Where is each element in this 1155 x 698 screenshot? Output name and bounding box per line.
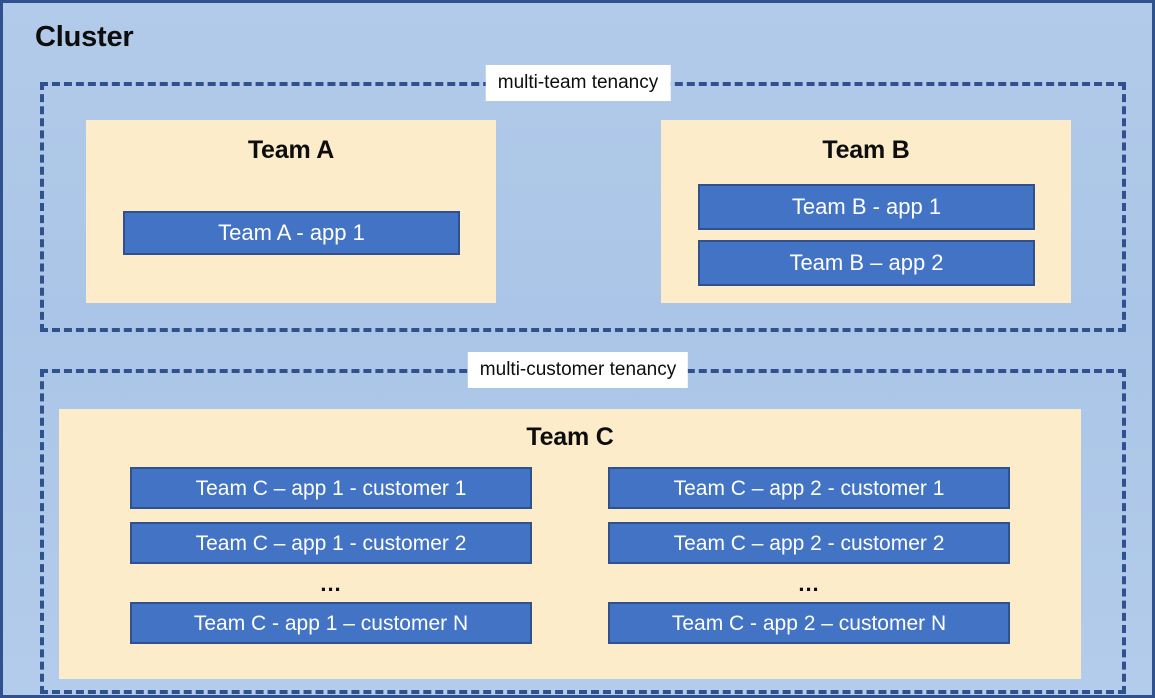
team-c-app-2-ellipsis: ... xyxy=(798,571,820,596)
app-chip-team-b-app-1[interactable]: Team B - app 1 xyxy=(698,184,1035,230)
team-a-heading: Team A xyxy=(247,136,335,164)
team-c-app-1-column: Team C – app 1 - customer 1 Team C – app… xyxy=(130,467,532,644)
tenancy-group-multi-customer-label: multi-customer tenancy xyxy=(467,352,689,388)
app-chip-team-c-app-1-customer-n[interactable]: Team C - app 1 – customer N xyxy=(130,602,532,644)
app-chip-team-c-app-1-customer-1[interactable]: Team C – app 1 - customer 1 xyxy=(130,467,532,509)
team-panel-team-a: Team A Team A - app 1 xyxy=(86,120,496,303)
team-c-app-2-column: Team C – app 2 - customer 1 Team C – app… xyxy=(608,467,1010,644)
team-c-app-1-ellipsis: ... xyxy=(320,571,342,596)
tenancy-group-multi-team-label: multi-team tenancy xyxy=(485,65,671,101)
team-c-heading: Team C xyxy=(526,423,614,451)
app-chip-team-c-app-2-customer-n[interactable]: Team C - app 2 – customer N xyxy=(608,602,1010,644)
app-chip-team-a-app-1[interactable]: Team A - app 1 xyxy=(123,211,460,255)
app-chip-team-c-app-2-customer-1[interactable]: Team C – app 2 - customer 1 xyxy=(608,467,1010,509)
team-c-app-columns: Team C – app 1 - customer 1 Team C – app… xyxy=(59,467,1081,644)
app-chip-team-c-app-1-customer-2[interactable]: Team C – app 1 - customer 2 xyxy=(130,522,532,564)
team-a-app-list: Team A - app 1 xyxy=(123,211,460,255)
team-b-app-list: Team B - app 1 Team B – app 2 xyxy=(698,184,1035,286)
app-chip-team-b-app-2[interactable]: Team B – app 2 xyxy=(698,240,1035,286)
page-title: Cluster xyxy=(35,21,134,53)
team-panel-team-b: Team B Team B - app 1 Team B – app 2 xyxy=(661,120,1071,303)
team-b-heading: Team B xyxy=(822,136,910,164)
app-chip-team-c-app-2-customer-2[interactable]: Team C – app 2 - customer 2 xyxy=(608,522,1010,564)
team-panel-team-c: Team C Team C – app 1 - customer 1 Team … xyxy=(59,409,1081,679)
